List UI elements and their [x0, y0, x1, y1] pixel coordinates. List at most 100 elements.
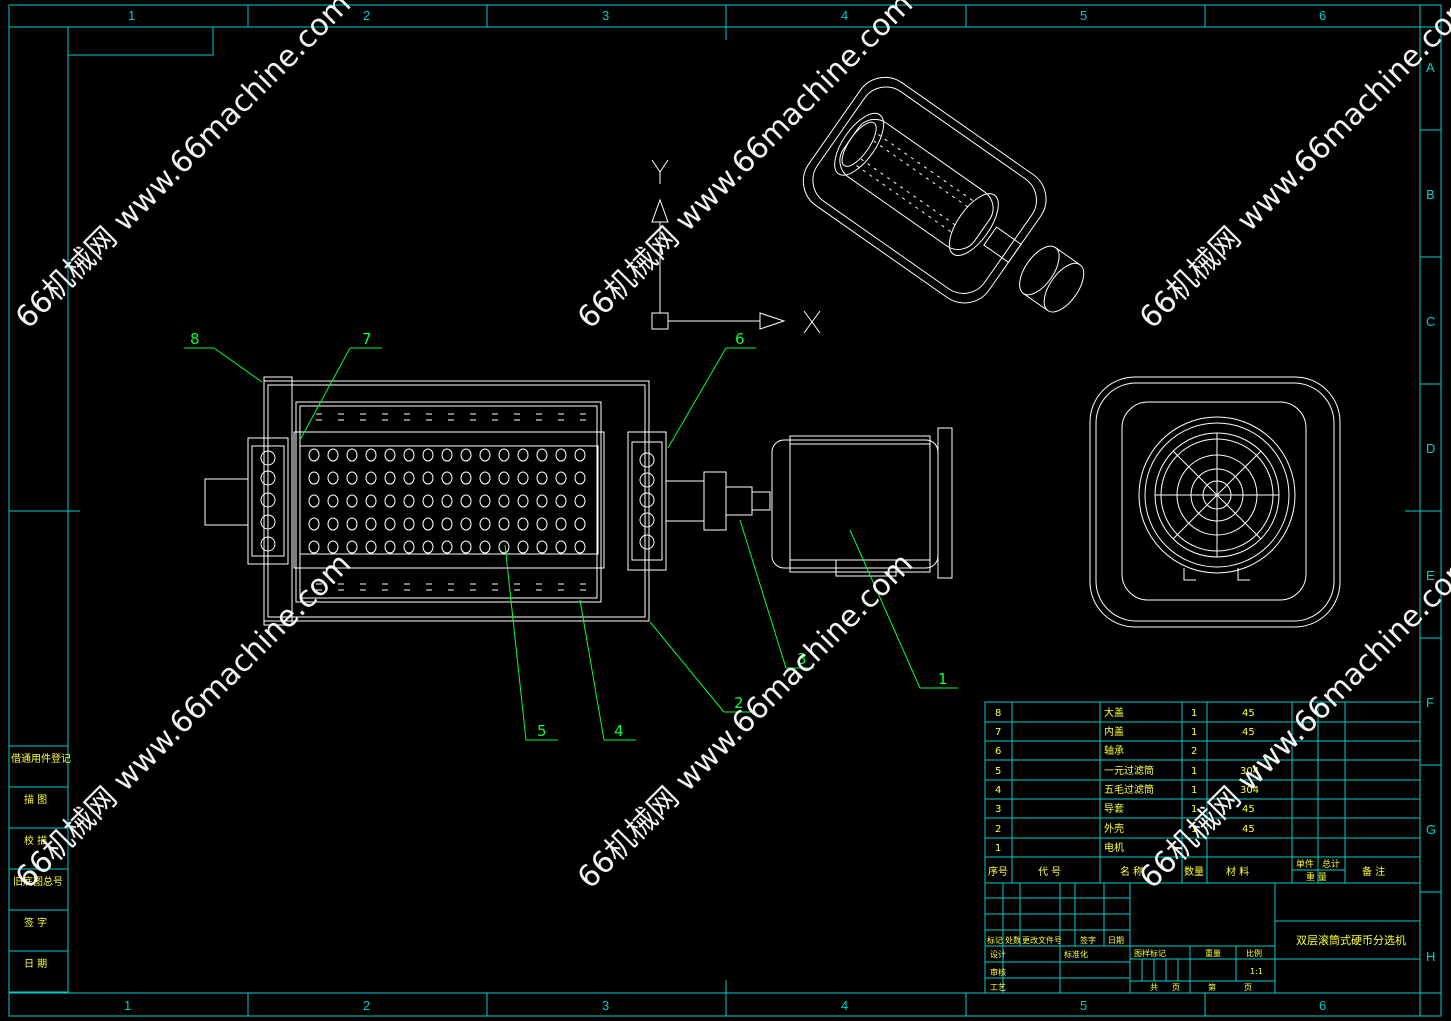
side-label: 描 图: [24, 793, 47, 806]
bom-name: 外壳: [1104, 822, 1124, 835]
bom-row: 3 导套 1 45: [995, 802, 1255, 815]
side-label: 签 字: [24, 916, 47, 929]
drum-hole: [441, 517, 453, 531]
bom-name: 内盖: [1104, 725, 1124, 738]
bom-qty: 1: [1191, 824, 1197, 835]
bom-no: 2: [995, 824, 1001, 835]
side-label: 日 期: [24, 958, 47, 970]
balloon-8: 8: [190, 330, 200, 348]
bom-no: 1: [995, 843, 1001, 854]
drawing-title: 双层滚筒式硬币分选机: [1296, 933, 1406, 947]
title-block: 标记 处数 更改文件号 签字 日期 设计 标准化 审核 工艺 图样标记 重量 比…: [984, 882, 1421, 994]
col-label: 6: [1319, 8, 1326, 23]
drum-hole: [365, 494, 377, 508]
drum-hole: [574, 471, 586, 485]
side-label: 旧底图总号: [13, 875, 63, 888]
drum-hole: [517, 494, 529, 508]
drum-hole: [498, 448, 510, 462]
drum-hole: [441, 448, 453, 462]
tb-label: 共: [1150, 983, 1158, 992]
row-label: E: [1426, 568, 1435, 583]
bom-header-unit-weight: 单件: [1296, 858, 1314, 870]
drum-hole: [574, 540, 586, 554]
col-label: 5: [1080, 998, 1087, 1013]
drum-hole: [327, 517, 339, 531]
drum-hole: [327, 448, 339, 462]
bom-row: 7 内盖 1 45: [995, 725, 1255, 738]
drum-hole: [346, 494, 358, 508]
end-view: [1089, 376, 1341, 628]
tb-label: 比例: [1246, 948, 1262, 958]
drum-hole: [555, 471, 567, 485]
drum-hole: [498, 471, 510, 485]
drum-hole: [384, 471, 396, 485]
bom-row: 8 大盖 1 45: [995, 706, 1255, 719]
watermark: 66机械网 www.66machine.com: [9, 0, 358, 336]
bom-header-no: 序号: [988, 865, 1008, 878]
bom-qty: 1: [1191, 708, 1197, 719]
balloon-5: 5: [537, 722, 547, 740]
bom-table: 8 大盖 1 45 7 内盖 1 45 6 轴承 2 5 一元过滤筒 1: [984, 701, 1421, 884]
drum-hole: [422, 448, 434, 462]
tb-label: 页: [1172, 983, 1180, 992]
bom-row: 4 五毛过滤筒 1 304: [995, 783, 1259, 796]
side-label: 校 描: [24, 834, 47, 847]
leader-lines: [184, 347, 958, 741]
drum-hole: [365, 448, 377, 462]
drum-hole: [365, 471, 377, 485]
column-labels-top: 1 2 3 4 5 6: [128, 8, 1326, 23]
watermark: 66机械网 www.66machine.com: [9, 546, 358, 895]
drum-hole: [422, 540, 434, 554]
bom-name: 一元过滤筒: [1104, 764, 1154, 777]
col-label: 3: [602, 8, 609, 23]
balloon-1: 1: [938, 670, 948, 688]
bom-name: 电机: [1104, 841, 1124, 854]
col-label: 2: [363, 998, 370, 1013]
tb-label: 处数: [1005, 935, 1021, 945]
col-label: 1: [124, 998, 131, 1013]
drum-hole: [441, 540, 453, 554]
drum-hole: [346, 448, 358, 462]
drum-hole: [384, 540, 396, 554]
drum-hole: [308, 448, 320, 462]
drum-hole: [422, 494, 434, 508]
drum-hole: [308, 471, 320, 485]
bom-material: 45: [1242, 708, 1255, 719]
column-labels-bottom: 1 2 3 4 5 6: [124, 998, 1326, 1013]
part-balloons: 1 2 3 4 5 6 7 8: [190, 330, 948, 740]
drum-hole: [327, 540, 339, 554]
col-label: 4: [841, 8, 848, 23]
bom-no: 8: [995, 708, 1001, 719]
row-label: D: [1426, 441, 1435, 456]
ucs-axis-icon: [651, 159, 821, 334]
drum-hole: [308, 494, 320, 508]
drum-hole: [555, 448, 567, 462]
watermarks: 66机械网 www.66machine.com 66机械网 www.66mach…: [9, 0, 1451, 896]
bom-material: 45: [1242, 824, 1255, 835]
row-label: C: [1426, 314, 1435, 329]
drum-hole: [536, 540, 548, 554]
drum-hole: [574, 448, 586, 462]
balloon-6: 6: [735, 330, 745, 348]
bom-no: 4: [995, 785, 1001, 796]
tb-label: 工艺: [990, 983, 1006, 992]
tb-label: 日期: [1108, 936, 1124, 945]
col-label: 1: [128, 8, 135, 23]
drum-hole: [365, 517, 377, 531]
drum-hole: [308, 517, 320, 531]
bom-row: 1 电机: [995, 841, 1124, 854]
outer-drum-slots: [316, 413, 586, 591]
tb-label: 标准化: [1064, 949, 1088, 959]
bom-header: 序号 代 号 名 称 数量 材 料 单件 总计 重 量 备 注: [988, 858, 1385, 883]
inner-drum-holes: [308, 448, 586, 554]
drum-hole: [365, 540, 377, 554]
row-label: F: [1426, 695, 1434, 710]
bom-no: 7: [995, 727, 1001, 738]
bom-no: 6: [995, 746, 1001, 757]
bom-name: 五毛过滤筒: [1104, 783, 1154, 796]
bom-row: 5 一元过滤筒 1 304: [995, 764, 1259, 777]
drum-hole: [517, 540, 529, 554]
drum-hole: [460, 517, 472, 531]
drum-hole: [422, 471, 434, 485]
bearing-balls: [260, 450, 655, 552]
